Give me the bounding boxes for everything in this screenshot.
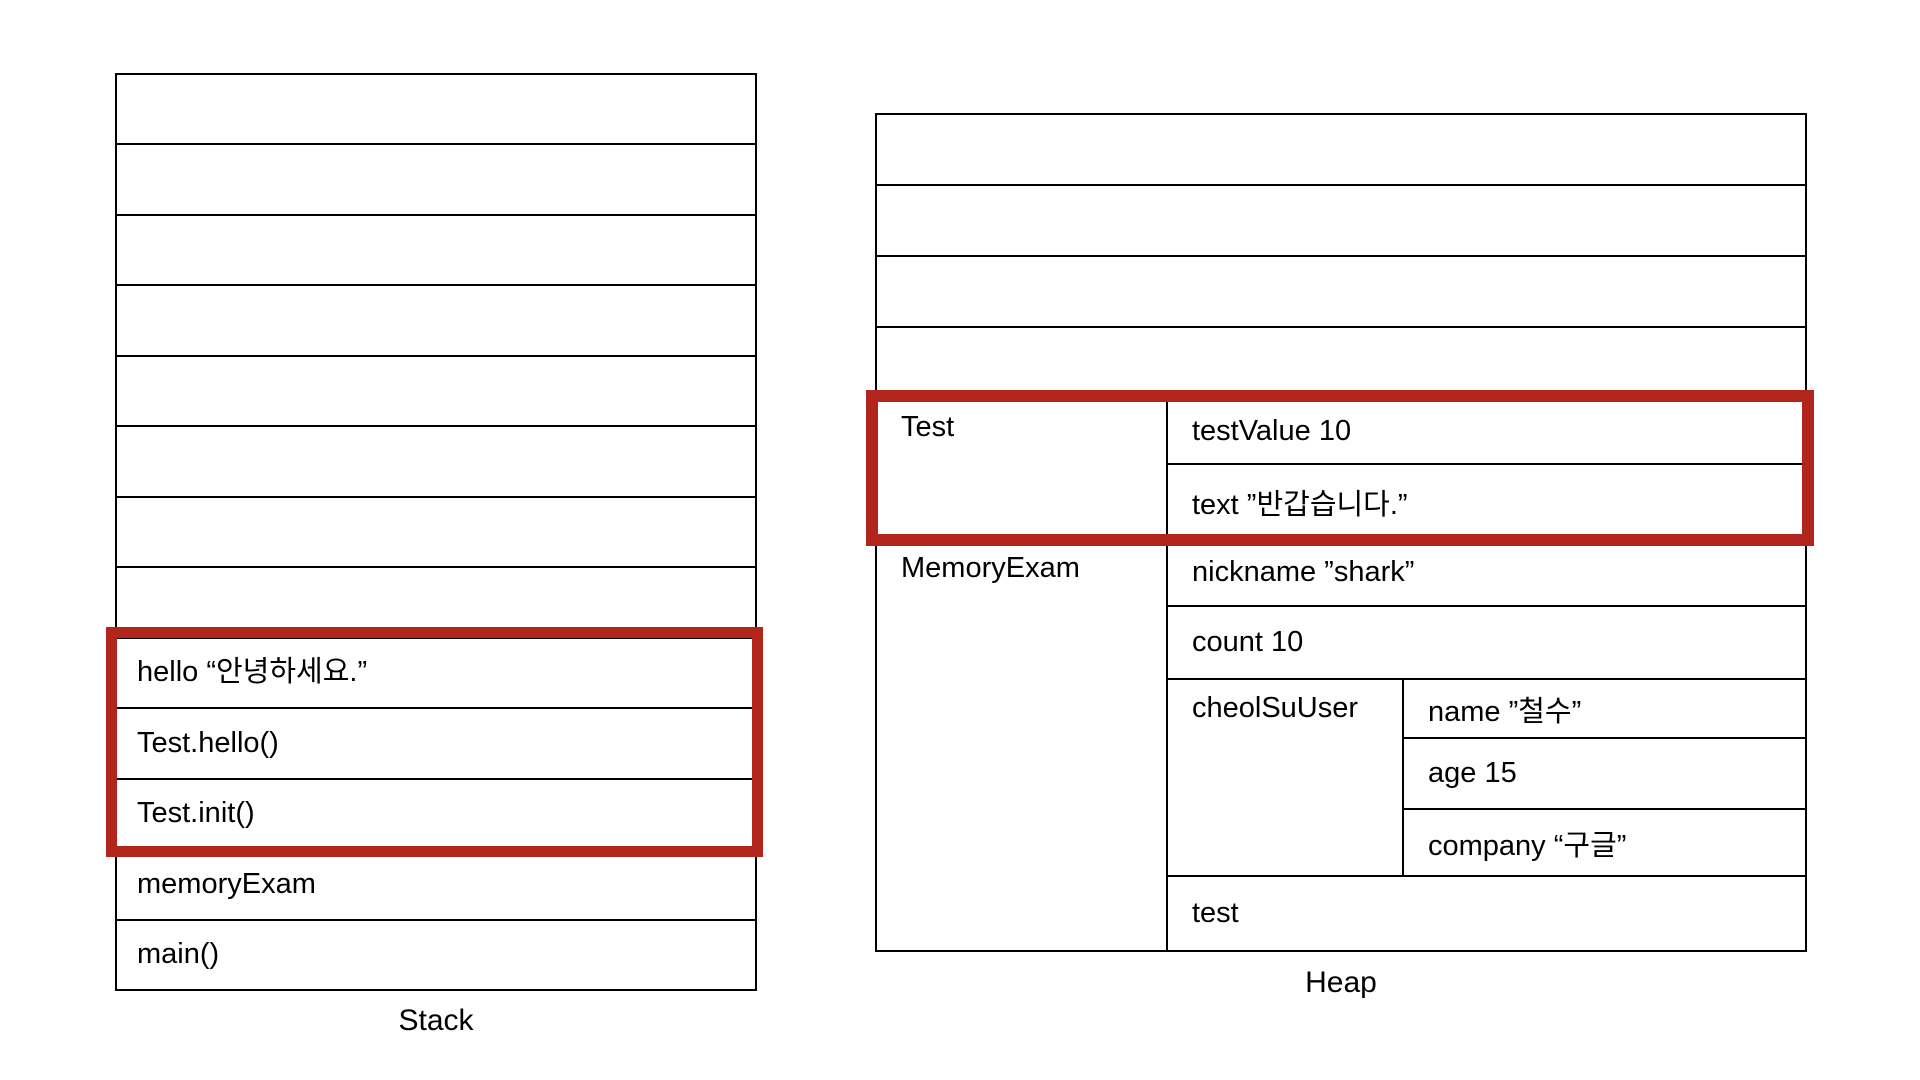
heap-field-nickname: nickname ”shark” [1168,540,1805,607]
stack-empty-row [117,216,755,287]
heap-field-count: count 10 [1168,607,1805,680]
stack-empty-row [117,357,755,428]
heap-nested-cheolsuuser: cheolSuUser name ”철수” age 15 company “구글… [1168,680,1805,877]
heap-nested-cheolsuuser-values: name ”철수” age 15 company “구글” [1404,680,1805,875]
stack-table: hello “안녕하세요.” Test.hello() Test.init() … [115,73,757,991]
stack-empty-row [117,286,755,357]
stack-frame-memory-exam: memoryExam [117,850,755,921]
heap-table: Test testValue 10 text ”반갑습니다.” MemoryEx… [875,113,1807,952]
stack-empty-row [117,145,755,216]
stack-empty-row [117,427,755,498]
heap-object-test-values: testValue 10 text ”반갑습니다.” [1168,399,1805,538]
heap-object-memory-exam-values: nickname ”shark” count 10 cheolSuUser na… [1168,540,1805,950]
stack-empty-row [117,568,755,639]
heap-field-name: name ”철수” [1404,680,1805,739]
heap-empty-row [877,257,1805,328]
stack-empty-row [117,75,755,146]
stack-empty-row [117,498,755,569]
heap-field-test: test [1192,897,1239,929]
heap-object-memory-exam: MemoryExam nickname ”shark” count 10 che… [877,540,1805,950]
heap-object-test-label: Test [877,399,1168,538]
heap-object-memory-exam-label: MemoryExam [877,540,1168,950]
stack-frame-test-init: Test.init() [117,780,755,851]
stack-frame-main: main() [137,938,220,971]
heap-empty-row [877,186,1805,257]
stack-frame-test-hello: Test.hello() [117,709,755,780]
heap-empty-row [877,328,1805,399]
heap-field-testvalue: testValue 10 [1168,399,1805,465]
heap-caption: Heap [1305,966,1377,999]
heap-nested-cheolsuuser-label: cheolSuUser [1168,680,1404,875]
heap-object-test: Test testValue 10 text ”반갑습니다.” [877,399,1805,540]
stack-caption: Stack [398,1004,474,1037]
heap-empty-row [877,115,1805,186]
heap-field-text: text ”반갑습니다.” [1192,488,1408,521]
heap-field-company: company “구글” [1428,829,1627,862]
stack-frame-hello: hello “안녕하세요.” [117,639,755,710]
heap-field-age: age 15 [1404,739,1805,810]
